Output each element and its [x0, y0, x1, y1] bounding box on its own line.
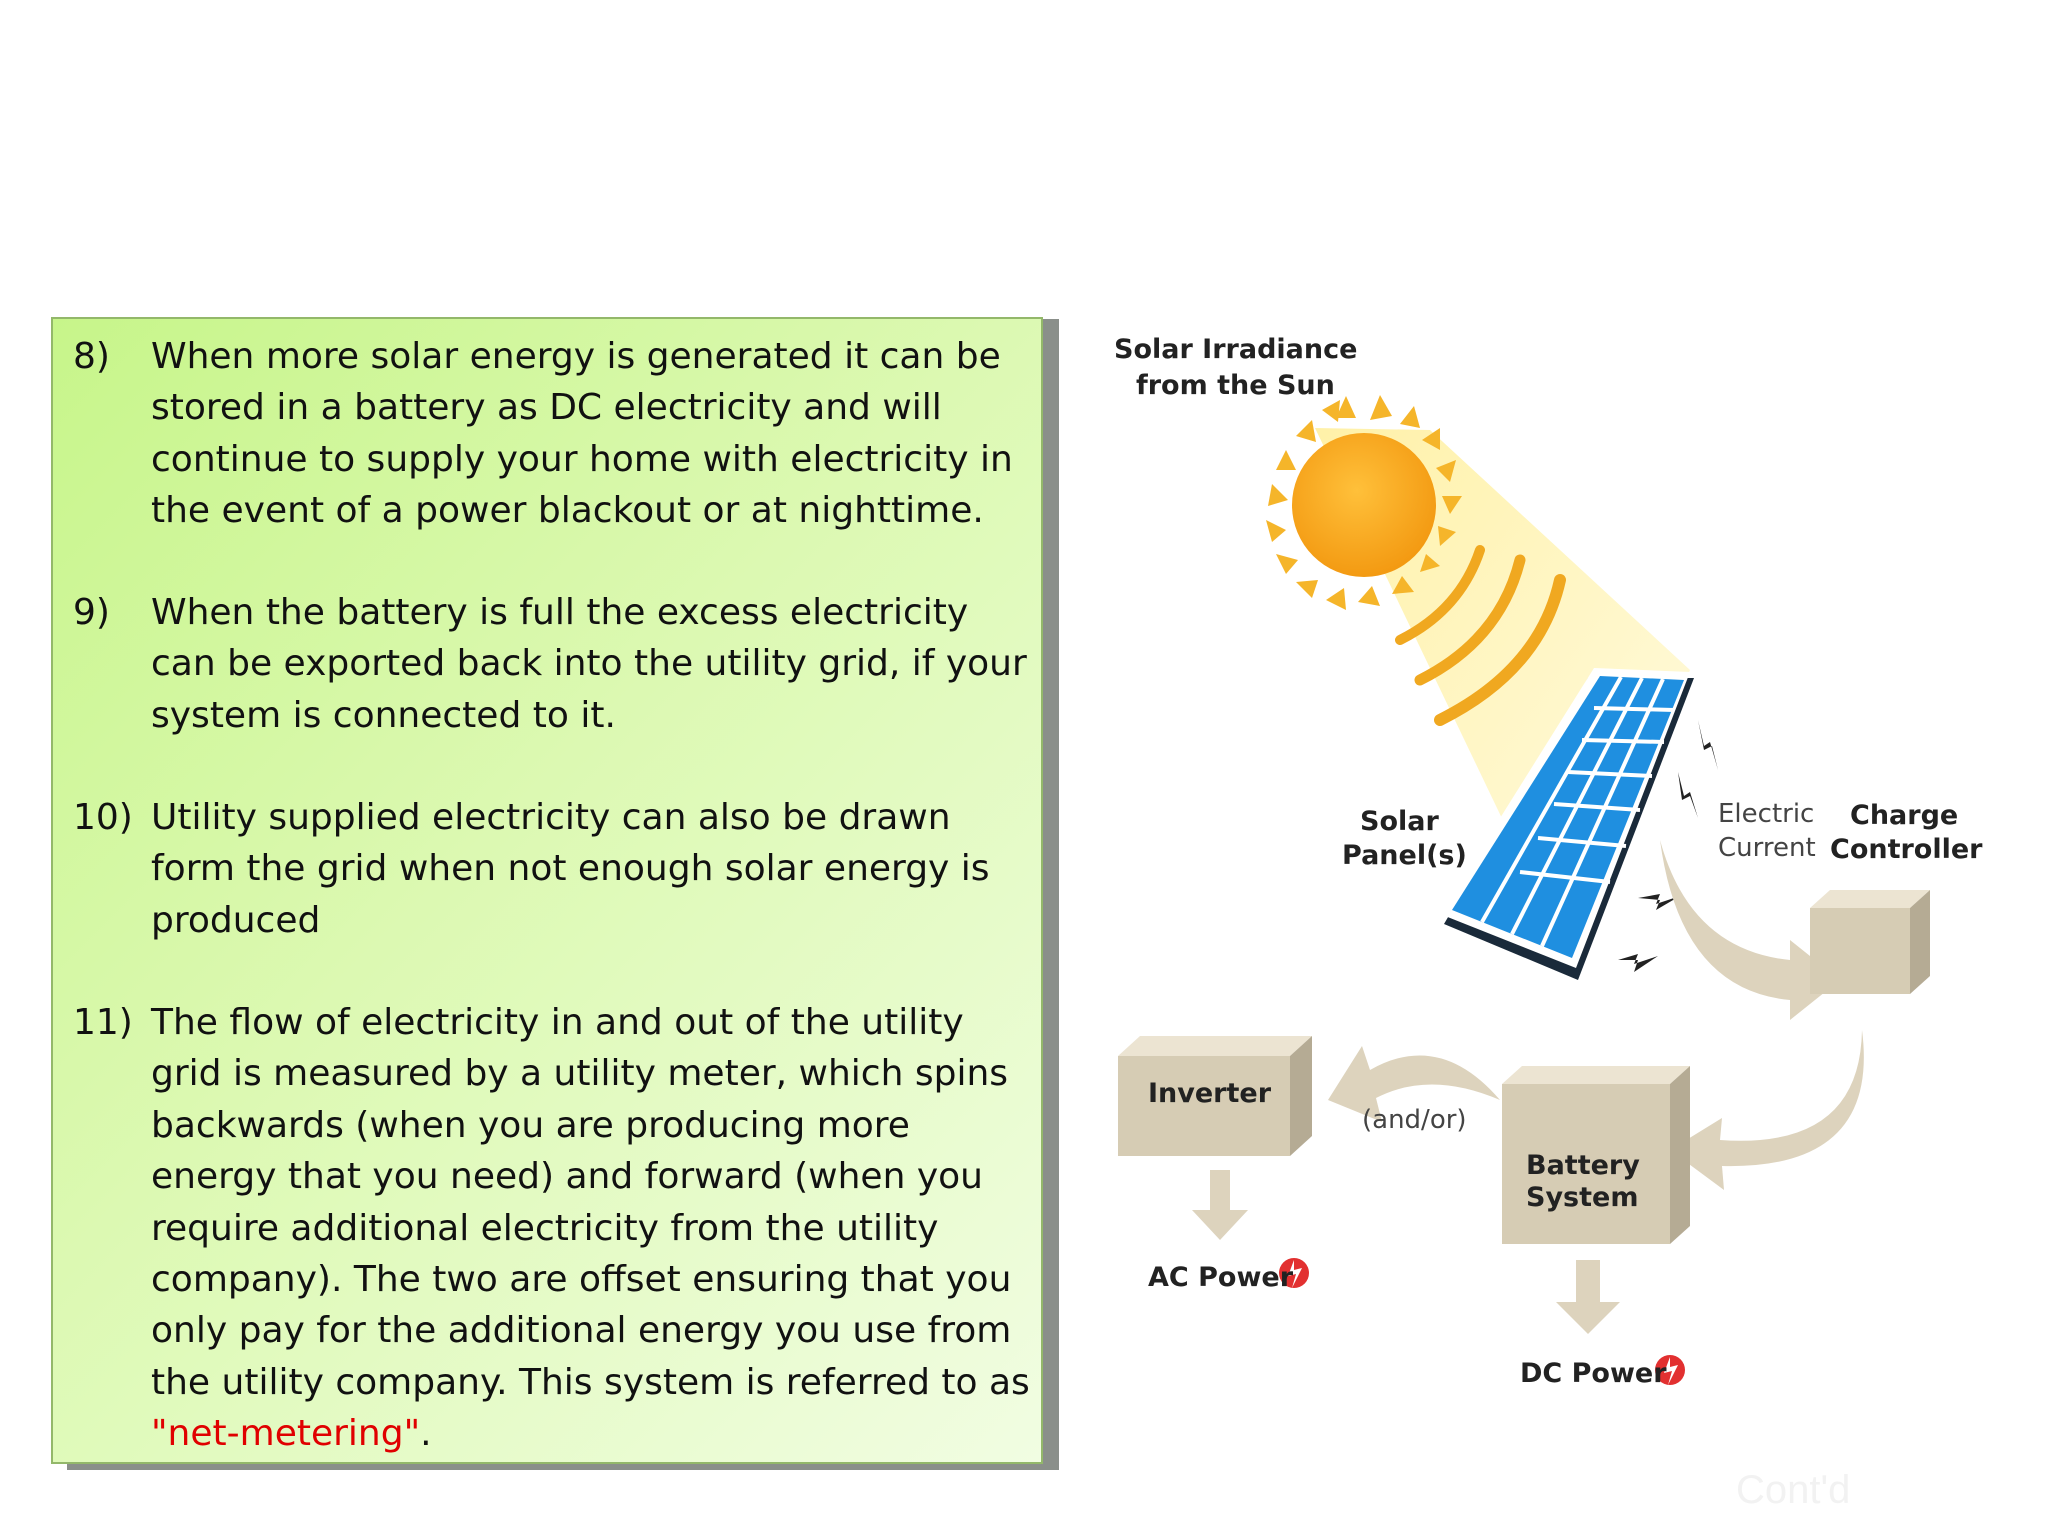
sun-label-line2: from the Sun: [1136, 370, 1335, 401]
arrow-to-controller: [1660, 840, 1840, 1020]
battery-system-box: [1502, 1066, 1690, 1244]
arrow-to-inverter: [1328, 1046, 1500, 1122]
item-text: Utility supplied electricity can also be…: [151, 797, 990, 941]
andor-label: (and/or): [1362, 1105, 1467, 1135]
text-box: 8) When more solar energy is generated i…: [51, 317, 1043, 1464]
item-number: 10): [73, 797, 133, 838]
panel-label-line2: Panel(s): [1342, 840, 1467, 871]
sun-icon: [1292, 433, 1436, 577]
ac-power-icon: [1279, 1258, 1309, 1288]
sun-rays: [1266, 395, 1462, 610]
dc-power-label: DC Power: [1520, 1358, 1667, 1389]
sun-label-line1: Solar Irradiance: [1114, 334, 1357, 365]
item-text: The flow of electricity in and out of th…: [151, 997, 1031, 1460]
battery-label-line2: System: [1526, 1182, 1638, 1213]
controller-label-line1: Charge: [1850, 800, 1958, 831]
ac-power-label: AC Power: [1148, 1262, 1294, 1293]
item-text-main: The flow of electricity in and out of th…: [151, 1002, 1030, 1403]
lightning-icons: [1618, 720, 1718, 972]
dc-power-icon: [1655, 1355, 1685, 1385]
item-number: 9): [73, 592, 110, 633]
solar-panel-icon: [1440, 668, 1694, 980]
inverter-box: [1118, 1036, 1312, 1156]
arrow-down-dc: [1556, 1260, 1620, 1334]
item-text-end: .: [420, 1413, 432, 1455]
item-number: 11): [73, 1002, 133, 1043]
charge-controller-box: [1810, 890, 1930, 994]
item-text: When the battery is full the excess elec…: [151, 592, 1027, 736]
controller-label-line2: Controller: [1830, 834, 1983, 865]
contd-label: Cont'd: [1736, 1468, 1851, 1512]
item-text: When more solar energy is generated it c…: [151, 336, 1013, 532]
solar-system-diagram: Solar Irradiance from the Sun Solar Pane…: [1114, 334, 1983, 1389]
panel-label-line1: Solar: [1360, 806, 1439, 837]
battery-label-line1: Battery: [1526, 1150, 1640, 1181]
net-metering-highlight: "net-metering": [151, 1413, 421, 1455]
irradiance-waves: [1395, 545, 1566, 726]
inverter-label: Inverter: [1148, 1078, 1272, 1109]
arrow-down-ac: [1192, 1170, 1248, 1240]
current-label-line2: Current: [1718, 833, 1816, 863]
arrow-to-battery: [1670, 1030, 1864, 1190]
item-number: 8): [73, 336, 110, 377]
current-label-line1: Electric: [1718, 799, 1814, 829]
